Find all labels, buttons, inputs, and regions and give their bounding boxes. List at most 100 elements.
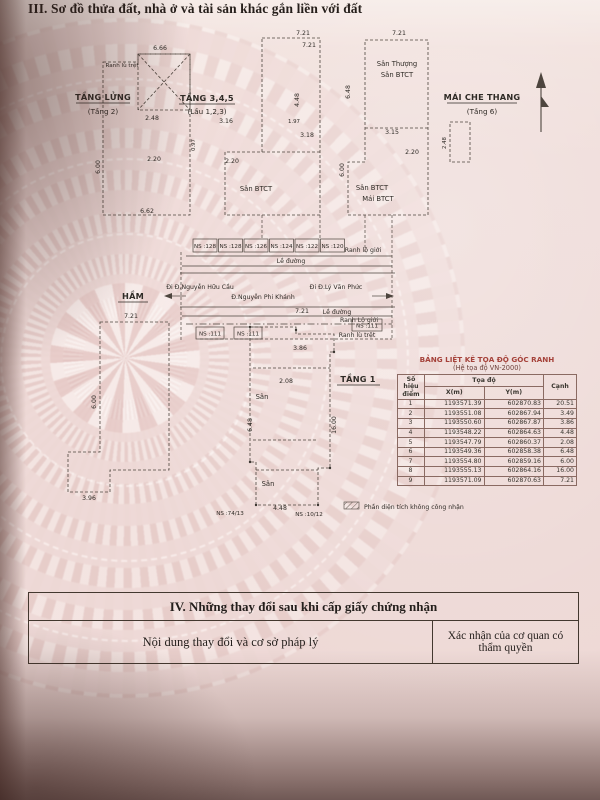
street-label: Lề đường — [277, 257, 306, 265]
dim-text: 2.08 — [279, 378, 293, 385]
dim-text: 3.18 — [300, 132, 314, 139]
dim-text: 6.66 — [153, 45, 167, 52]
area-label: Sân — [256, 393, 269, 401]
cell-x: 1193554.80 — [424, 456, 485, 467]
cell-point: 2 — [397, 408, 425, 419]
cell-y: 602864.63 — [483, 427, 544, 439]
house-number-row-mid: NS :111 NS :111 NS :111 — [195, 318, 383, 340]
dim-text: 2.20 — [225, 158, 239, 165]
dim-text: 16.00 — [331, 416, 338, 434]
dim-text: 2.20 — [147, 156, 161, 163]
cell-edge: 6.00 — [543, 456, 577, 467]
cell-x: 1193555.13 — [424, 465, 485, 477]
cell-point: 9 — [397, 475, 425, 487]
dim-text: 3.86 — [293, 345, 307, 352]
cell-edge: 2.08 — [543, 437, 577, 448]
area-label: Sân Thượng — [377, 60, 418, 68]
house-number: NS :10/12 — [295, 512, 323, 518]
plan-san-thuong: 7.21 Sân Thượng Sân BTCT 6.48 3.15 2.20 … — [339, 30, 429, 216]
cell-point: 3 — [397, 417, 425, 429]
plan-tang-345: 7.21 7.21 TẦNG 3,4,5 (Lầu 1,2,3) 3.16 1.… — [179, 30, 321, 216]
col-x: X(m) — [424, 386, 485, 400]
coord-header-row: Số hiệu điểm Tọa độ Cạnh — [397, 373, 577, 400]
plan-ham: HẦM 7.21 6.00 3.96 — [67, 289, 170, 502]
dim-text: 6.48 — [345, 85, 352, 99]
house-number: NS :128 — [194, 244, 217, 250]
section-iv-header-row: Nội dung thay đổi và cơ sở pháp lý Xác n… — [29, 621, 578, 663]
cell-point: 5 — [397, 437, 425, 448]
house-number: NS :74/13 — [216, 511, 244, 517]
area-label: Mái BTCT — [362, 195, 394, 203]
house-number: NS :128 — [219, 244, 242, 250]
dim-text: 4.48 — [273, 505, 287, 512]
dim-text: 3.96 — [82, 495, 96, 502]
plan-tang-lung: Ranh lù trệt 6.66 TẦNG LỬNG (Tầng 2) 2.4… — [75, 45, 197, 216]
plan-subtitle: (Tầng 6) — [467, 107, 498, 116]
street-label: Đ.Nguyễn Phi Khánh — [231, 292, 295, 301]
dim-text: 7.21 — [302, 42, 316, 49]
coordinate-table-title: BẢNG LIỆT KÊ TỌA ĐỘ GÓC RANH — [419, 355, 555, 364]
col-edge: Cạnh — [543, 374, 577, 400]
dim-text: 4.48 — [294, 93, 301, 107]
dim-text: 7.21 — [295, 308, 309, 315]
cell-y: 602864.16 — [483, 465, 544, 477]
cell-edge: 16.00 — [543, 465, 577, 477]
house-number: NS :111 — [237, 332, 260, 338]
cell-y: 602858.38 — [483, 446, 544, 458]
plan-title: HẦM — [122, 289, 144, 301]
cell-y: 602867.94 — [483, 408, 544, 419]
coordinate-table-subtitle: (Hệ tọa độ VN-2000) — [453, 364, 521, 372]
cell-y: 602870.83 — [483, 398, 544, 410]
col-point: Số hiệu điểm — [397, 374, 425, 400]
cell-x: 1193571.09 — [424, 475, 485, 487]
dim-text: 6.00 — [91, 395, 98, 409]
section-iv-heading: IV. Những thay đổi sau khi cấp giấy chứn… — [29, 593, 578, 621]
street-label: Ranh lù trệt — [339, 331, 376, 339]
dim-text: 3.16 — [219, 118, 233, 125]
cell-edge: 20.51 — [543, 398, 577, 410]
street-band: Lề đường Ranh lộ giới Đi Đ.Nguyễn Hữu Cầ… — [164, 246, 395, 340]
plan-title: TẦNG 3,4,5 — [180, 91, 234, 103]
ranh-label: Ranh lù trệt — [105, 62, 139, 69]
dim-text: 6.00 — [95, 160, 102, 174]
dim-text: 6.00 — [339, 163, 346, 177]
cell-y: 602859.16 — [483, 456, 544, 467]
cell-point: 7 — [397, 456, 425, 467]
cell-x: 1193549.36 — [424, 446, 485, 458]
coordinate-table: BẢNG LIỆT KÊ TỌA ĐỘ GÓC RANH (Hệ tọa độ … — [397, 355, 577, 487]
dim-text: 7.21 — [296, 30, 310, 37]
dim-text: 2.20 — [405, 149, 419, 156]
street-label: Ranh Lộ giới — [340, 316, 378, 324]
cell-x: 1193571.39 — [424, 398, 485, 410]
plan-subtitle: (Lầu 1,2,3) — [187, 107, 226, 116]
dim-text: 1.97 — [288, 119, 300, 125]
cell-y: 602860.37 — [483, 437, 544, 448]
section-iv-right-header: Xác nhận của cơ quan có thẩm quyền — [447, 630, 564, 654]
plan-title: MÁI CHE THANG — [444, 91, 521, 102]
house-number: NS :126 — [245, 244, 268, 250]
dim-text: 6.48 — [247, 418, 254, 432]
section-iv-left-header: Nội dung thay đổi và cơ sở pháp lý — [29, 621, 433, 663]
plan-mai-che-thang: MÁI CHE THANG (Tầng 6) 2.48 — [442, 91, 521, 163]
north-arrow-icon — [536, 72, 549, 132]
cell-point: 6 — [397, 446, 425, 458]
cell-x: 1193550.60 — [424, 417, 485, 429]
dim-text: 7.21 — [124, 313, 138, 320]
cell-point: 4 — [397, 427, 425, 439]
area-label: Sân BTCT — [240, 185, 273, 193]
section-iv-table: IV. Những thay đổi sau khi cấp giấy chứn… — [28, 592, 579, 664]
house-number: NS :120 — [321, 244, 344, 250]
legend: Phần diện tích không công nhận — [343, 501, 464, 511]
cell-x: 1193551.08 — [424, 408, 485, 419]
cell-edge: 3.49 — [543, 408, 577, 419]
area-label: Sân BTCT — [381, 71, 414, 79]
house-number: NS :122 — [296, 244, 318, 250]
